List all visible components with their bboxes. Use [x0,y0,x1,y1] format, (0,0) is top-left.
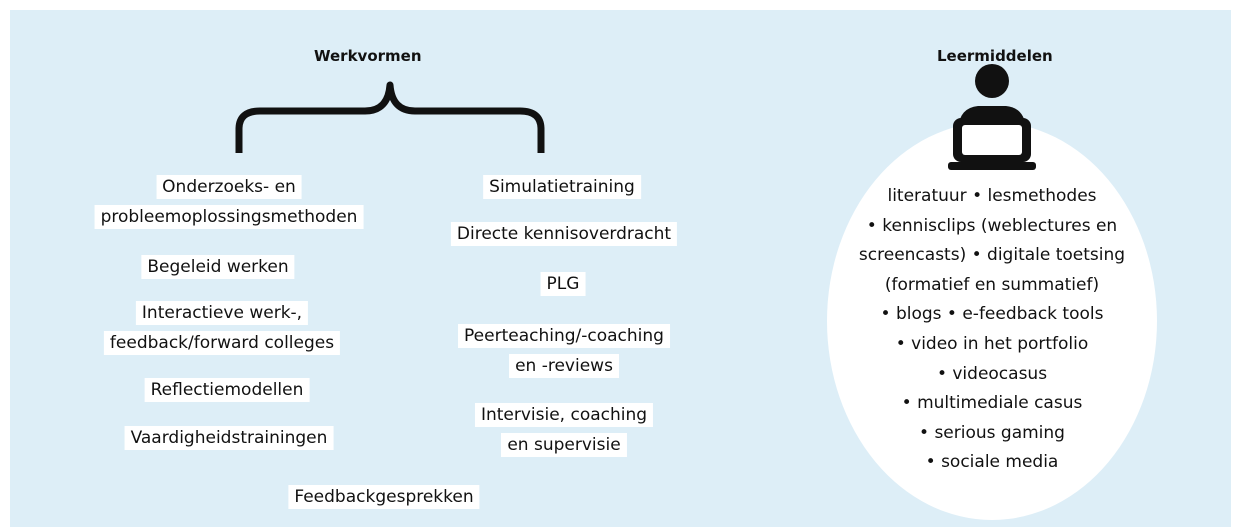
leermiddelen-title: Leermiddelen [937,47,1053,65]
leermiddel-line: literatuur • lesmethodes [887,186,1097,206]
werkvorm-reflectiemodellen: Reflectiemodellen [144,375,310,405]
leermiddel-line: (formatief en summatief) [884,274,1100,295]
leermiddel-line: • kennisclips (weblectures en [866,215,1118,236]
werkvorm-label: probleemoplossingsmethoden [94,205,364,229]
werkvorm-label: Begeleid werken [141,255,295,279]
leermiddel-line: • serious gaming [919,422,1065,443]
werkvorm-begeleid-werken: Begeleid werken [141,252,295,282]
werkvorm-label: Feedbackgesprekken [288,485,480,509]
leermiddel-line: screencasts) • digitale toetsing [858,245,1126,266]
leermiddelen-circle [827,122,1157,520]
werkvorm-plg: PLG [540,269,586,299]
werkvorm-onderzoeksmethoden: Onderzoeks- en probleemoplossingsmethode… [94,172,364,232]
leermiddel-line: • videocasus [936,363,1048,384]
werkvorm-label: Peerteaching/-coaching [458,324,670,348]
werkvorm-label: en supervisie [501,433,627,457]
werkvorm-feedbackgesprekken: Feedbackgesprekken [288,482,480,512]
leermiddel-line: • video in het portfolio [895,333,1089,354]
werkvorm-directe-kennisoverdracht: Directe kennisoverdracht [450,219,678,249]
leermiddel-line: • multimediale casus [901,393,1083,414]
werkvorm-label: Onderzoeks- en [156,175,302,199]
werkvorm-label: feedback/forward colleges [103,331,341,355]
werkvorm-intervisie: Intervisie, coaching en supervisie [474,400,654,460]
werkvorm-label: Interactieve werk-, [135,301,309,325]
werkvorm-label: Directe kennisoverdracht [450,222,678,246]
werkvorm-simulatietraining: Simulatietraining [483,172,641,202]
werkvorm-label: Intervisie, coaching [474,403,654,427]
werkvorm-label: Vaardigheidstrainingen [124,426,334,450]
werkvorm-label: Simulatietraining [483,175,641,199]
werkvorm-peerteaching: Peerteaching/-coaching en -reviews [458,321,670,381]
werkvorm-label: Reflectiemodellen [144,378,310,402]
werkvorm-interactieve-colleges: Interactieve werk-, feedback/forward col… [103,298,341,358]
leermiddelen-list: literatuur • lesmethodes • kennisclips (… [859,182,1125,478]
werkvormen-title: Werkvormen [314,47,422,65]
leermiddel-line: • sociale media [925,452,1059,473]
werkvorm-label: en -reviews [509,354,619,378]
werkvorm-label: PLG [540,272,586,296]
curly-brace-icon [235,81,545,153]
werkvorm-vaardigheidstrainingen: Vaardigheidstrainingen [124,423,334,453]
leermiddel-line: • blogs • e-feedback tools [880,304,1104,325]
person-at-laptop-icon [948,64,1036,170]
